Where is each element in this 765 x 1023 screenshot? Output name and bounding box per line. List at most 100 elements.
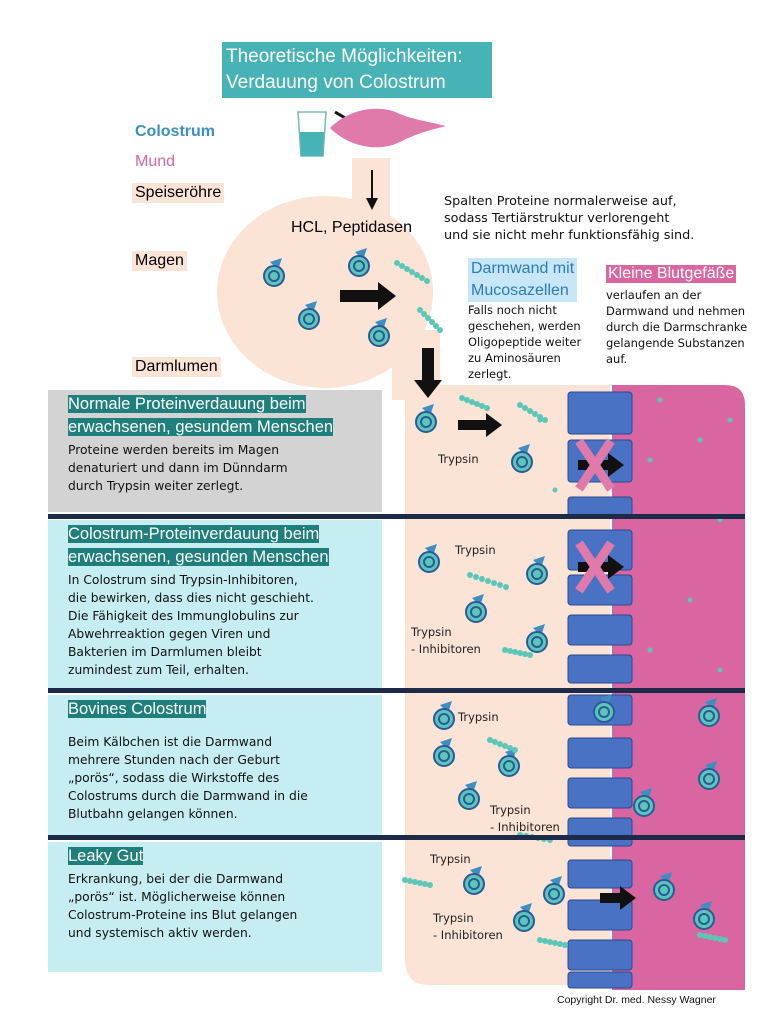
panel-text: die bewirken, dass dies nicht geschieht. [68, 591, 314, 605]
note-line: Spalten Proteine normalerweise auf, [444, 194, 677, 209]
peptide-dot [417, 880, 423, 886]
peptide-dot [414, 272, 420, 278]
peptide-dot [409, 269, 415, 275]
panel-heading: erwachsenen, gesunden Menschen [68, 548, 329, 566]
title-line-2: Verdauung von Colostrum [226, 72, 446, 93]
label-line: - Inhibitoren [411, 642, 481, 656]
peptide-dot [433, 323, 439, 329]
peptide-dot [717, 936, 723, 942]
peptide-dot [707, 934, 713, 940]
label-speiseroehre: Speiseröhre [132, 183, 225, 203]
note-line: sodass Tertiärstruktur verlorengeht [444, 211, 670, 226]
trypsin-label: Trypsin [430, 852, 471, 866]
peptide-dot [522, 405, 528, 411]
peptide-dot [647, 457, 653, 463]
peptide-dot [469, 399, 475, 405]
section-divider [48, 514, 745, 519]
protein-icon [368, 318, 390, 347]
protein-icon [526, 624, 548, 653]
peptidasen-note: Spalten Proteine normalerweise auf, soda… [444, 193, 694, 244]
peptide-dot [497, 741, 503, 747]
protein-icon [498, 748, 520, 777]
peptide-dot [394, 260, 400, 266]
panel-bovine-colostrum: Bovines Colostrum Beim Kälbchen ist die … [48, 695, 382, 835]
blocked-x-icon [575, 540, 615, 594]
protein-icon [463, 866, 485, 895]
intestinal-wall-cell [567, 614, 633, 646]
arrow-right-icon [340, 290, 380, 302]
panel-heading: Normale Proteinverdauung beim [68, 395, 306, 413]
peptide-dot [429, 319, 435, 325]
peptide-dot [474, 401, 480, 407]
note-line: zu Aminosäuren [468, 351, 561, 365]
panel-normal-digestion: Normale Proteinverdauung beim erwachsene… [48, 390, 382, 512]
protein-icon [298, 301, 320, 330]
peptide-dot [419, 275, 425, 281]
trypsin-label: Trypsin [455, 543, 496, 557]
note-line: durch die Darmschranke [606, 320, 748, 334]
label-line: Trypsin [433, 911, 474, 925]
peptide-dot [459, 395, 465, 401]
panel-text: denaturiert und dann im Dünndarm [68, 461, 288, 475]
peptide-dot [712, 935, 718, 941]
peptide-dot [722, 937, 728, 943]
label-darmlumen: Darmlumen [132, 357, 221, 377]
protein-icon [415, 404, 437, 433]
stomach-enzymes-label: HCL, Peptidasen [291, 219, 412, 236]
panel-text: mehrere Stunden nach der Geburt [68, 753, 280, 767]
peptide-dot [507, 745, 513, 751]
peptide-dot [502, 647, 508, 653]
panel-text: zumindest zum Teil, erhalten. [68, 663, 249, 677]
protein-icon [526, 556, 548, 585]
protein-icon [513, 903, 535, 932]
peptide-dot [697, 437, 703, 443]
peptide-dot [422, 881, 428, 887]
glass-and-mouth-illustration [297, 108, 446, 157]
darmwand-heading: Darmwand mit Mucosazellen [468, 258, 578, 302]
protein-icon [465, 594, 487, 623]
panel-text: Beim Kälbchen ist die Darmwand [68, 735, 272, 749]
protein-icon [433, 738, 455, 767]
panel-text: Abwehrreaktion gegen Viren und [68, 627, 271, 641]
panel-text: „porös“ ist. Möglicherweise können [68, 890, 286, 904]
peptide-dot [473, 574, 479, 580]
peptide-dot [484, 405, 490, 411]
panel-text: und systemisch aktiv werden. [68, 926, 252, 940]
intestinal-wall-cell [567, 391, 633, 435]
protein-icon [511, 444, 533, 473]
label-line: - Inhibitoren [433, 928, 503, 942]
peptide-dot [542, 417, 548, 423]
inhibitor-label: Trypsin - Inhibitoren [433, 910, 503, 944]
peptide-dot [421, 311, 427, 317]
peptide-dot [492, 739, 498, 745]
intestinal-wall-cell [567, 777, 633, 809]
peptide-dot [557, 941, 563, 947]
panel-leaky-gut: Leaky Gut Erkrankung, bei der die Darmwa… [48, 842, 382, 972]
intestinal-wall-cell [567, 737, 633, 769]
peptide-dot [512, 649, 518, 655]
section-divider [48, 688, 745, 693]
peptide-dot [402, 877, 408, 883]
peptide-dot [503, 584, 509, 590]
protein-icon [543, 876, 565, 905]
title-box: Theoretische Möglichkeiten: Verdauung vo… [222, 42, 492, 98]
title-line-1: Theoretische Möglichkeiten: [226, 46, 463, 67]
peptide-dot [512, 747, 518, 753]
peptide-dot [479, 403, 485, 409]
inhibitor-label: Trypsin- Inhibitoren [490, 802, 560, 836]
peptide-dot [464, 397, 470, 403]
trypsin-label: Trypsin [438, 452, 479, 466]
note-line: auf. [606, 352, 628, 366]
peptide-dot [437, 327, 443, 333]
label-magen: Magen [132, 251, 187, 271]
trypsin-label: Trypsin [458, 710, 499, 724]
peptide-dot [532, 411, 538, 417]
peptide-dot [657, 397, 663, 403]
protein-icon [458, 781, 480, 810]
peptide-dot [527, 408, 533, 414]
peptide-dot [497, 582, 503, 588]
peptide-dot [517, 402, 523, 408]
peptide-dot [399, 263, 405, 269]
mouth-icon [330, 108, 446, 148]
label-mund: Mund [135, 153, 176, 170]
